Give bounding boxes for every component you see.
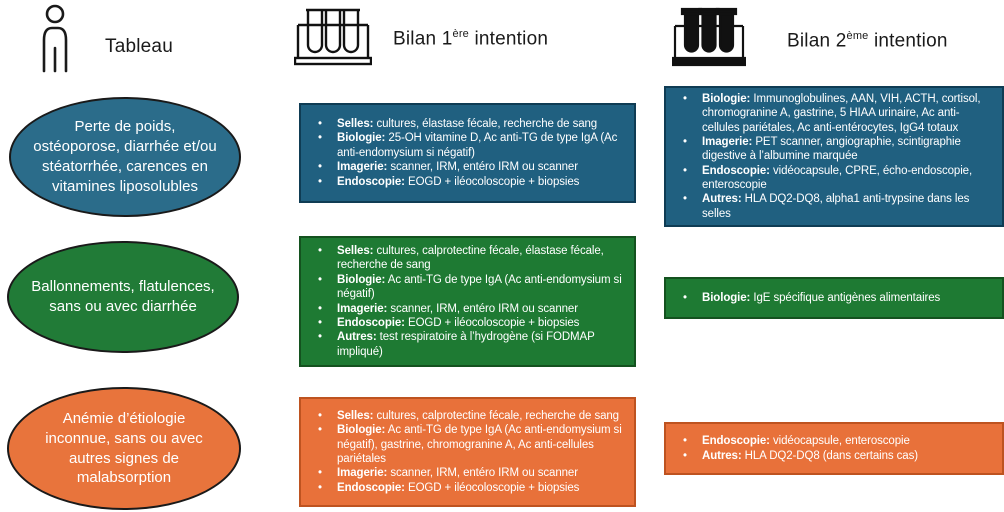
list-item: Biologie: IgE spécifique antigènes alime… <box>666 291 994 305</box>
list-item: Biologie: Immunoglobulines, AAN, VIH, AC… <box>666 92 994 135</box>
bilan1-box-row3: Selles: cultures, calprotectine fécale, … <box>299 397 636 507</box>
list-item: Endoscopie: vidéocapsule, CPRE, écho-end… <box>666 164 994 193</box>
symptom-text: Perte de poids, ostéoporose, diarrhée et… <box>33 118 217 195</box>
symptom-text: Anémie d’étiologie inconnue, sans ou ave… <box>45 409 203 487</box>
bilan1-list-row3: Selles: cultures, calprotectine fécale, … <box>301 403 634 501</box>
bilan1-box-row2: Selles: cultures, calprotectine fécale, … <box>299 236 636 367</box>
list-item: Biologie: Ac anti-TG de type IgA (Ac ant… <box>301 423 626 466</box>
test-tubes-filled-icon <box>672 6 746 68</box>
list-item: Imagerie: scanner, IRM, entéro IRM ou sc… <box>301 302 626 316</box>
bilan2-box-row1: Biologie: Immunoglobulines, AAN, VIH, AC… <box>664 86 1004 227</box>
superscript: ère <box>452 28 469 40</box>
list-item: Biologie: 25-OH vitamine D, Ac anti-TG d… <box>301 131 626 160</box>
column-header-tableau: Tableau <box>105 36 173 57</box>
symptom-ellipse-row1: Perte de poids, ostéoporose, diarrhée et… <box>9 97 241 217</box>
list-item: Selles: cultures, calprotectine fécale, … <box>301 244 626 273</box>
bilan2-list-row3: Endoscopie: vidéocapsule, enteroscopie A… <box>666 428 1002 469</box>
list-item: Endoscopie: vidéocapsule, enteroscopie <box>666 434 994 448</box>
bilan1-list-row2: Selles: cultures, calprotectine fécale, … <box>301 238 634 365</box>
list-item: Autres: HLA DQ2-DQ8, alpha1 anti-trypsin… <box>666 192 994 221</box>
symptom-ellipse-row2: Ballonnements, flatulences, sans ou avec… <box>7 241 239 353</box>
list-item: Autres: test respiratoire à l’hydrogène … <box>301 330 626 359</box>
column-header-bilan1: Bilan 1ère intention <box>393 28 549 50</box>
list-item: Imagerie: PET scanner, angiographie, sci… <box>666 135 994 164</box>
list-item: Endoscopie: EOGD + iléocoloscopie + biop… <box>301 175 626 189</box>
list-item: Imagerie: scanner, IRM, entéro IRM ou sc… <box>301 466 626 480</box>
bilan2-list-row1: Biologie: Immunoglobulines, AAN, VIH, AC… <box>666 86 1002 227</box>
bilan2-list-row2: Biologie: IgE spécifique antigènes alime… <box>666 285 1002 311</box>
person-icon <box>30 3 80 73</box>
bilan1-box-row1: Selles: cultures, élastase fécale, reche… <box>299 103 636 203</box>
column-header-bilan2: Bilan 2ème intention <box>787 30 948 52</box>
symptom-text: Ballonnements, flatulences, sans ou avec… <box>31 278 215 315</box>
bilan2-box-row3: Endoscopie: vidéocapsule, enteroscopie A… <box>664 422 1004 475</box>
list-item: Endoscopie: EOGD + iléocoloscopie + biop… <box>301 316 626 330</box>
list-item: Selles: cultures, calprotectine fécale, … <box>301 409 626 423</box>
list-item: Endoscopie: EOGD + iléocoloscopie + biop… <box>301 481 626 495</box>
bilan1-list-row1: Selles: cultures, élastase fécale, reche… <box>301 111 634 195</box>
list-item: Biologie: Ac anti-TG de type IgA (Ac ant… <box>301 273 626 302</box>
list-item: Selles: cultures, élastase fécale, reche… <box>301 117 626 131</box>
test-tubes-outline-icon <box>294 4 372 68</box>
bilan2-box-row2: Biologie: IgE spécifique antigènes alime… <box>664 277 1004 319</box>
symptom-ellipse-row3: Anémie d’étiologie inconnue, sans ou ave… <box>7 387 241 510</box>
list-item: Autres: HLA DQ2-DQ8 (dans certains cas) <box>666 449 994 463</box>
list-item: Imagerie: scanner, IRM, entéro IRM ou sc… <box>301 160 626 174</box>
superscript: ème <box>846 30 869 42</box>
